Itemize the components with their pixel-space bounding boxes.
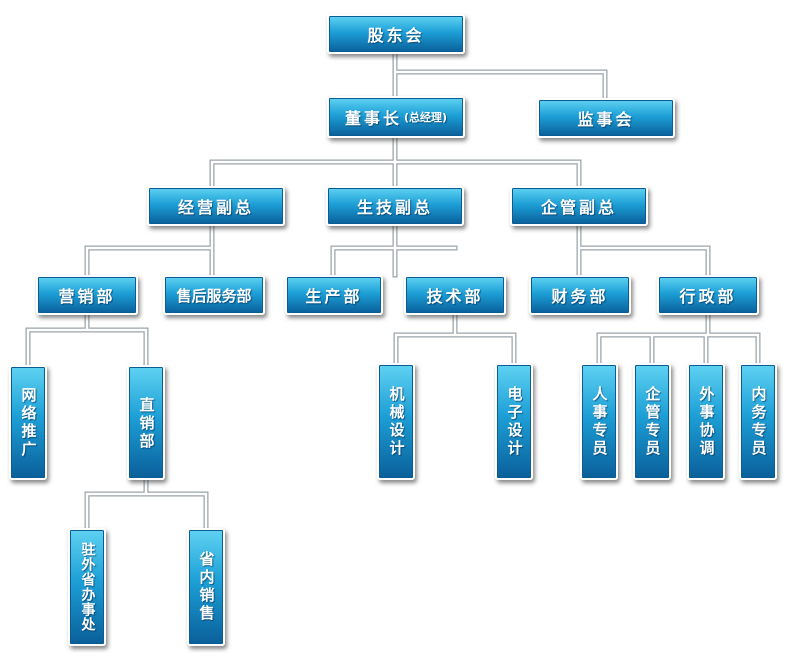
node-label: 内务专员 [749,385,768,458]
node-admin-dept: 行政部 [657,275,759,315]
node-vp-operations: 经营副总 [147,186,285,226]
node-label: 技术部 [426,287,484,306]
node-label: 财务部 [551,287,609,306]
node-after-sales-dept: 售后服务部 [163,275,265,315]
node-label: 生产部 [305,287,363,306]
node-label: 股东会 [367,26,425,45]
node-label: 机械设计 [387,385,406,458]
node-hr-specialist: 人事专员 [580,363,618,480]
node-label: 企管专员 [643,385,662,458]
node-label: 驻外省办事处 [79,542,96,632]
node-finance-dept: 财务部 [529,275,631,315]
node-label: 企管副总 [540,198,617,217]
node-direct-sales: 直销部 [127,365,165,480]
node-tech-dept: 技术部 [404,275,506,315]
node-label: 营销部 [58,287,116,306]
node-shareholders: 股东会 [327,14,465,54]
node-mgmt-specialist: 企管专员 [633,363,671,480]
node-label: 省内销售 [197,551,216,623]
node-sub-label: (总经理) [403,111,448,124]
node-label: 监事会 [577,110,635,129]
node-production-dept: 生产部 [285,275,383,315]
node-label: 外事协调 [697,385,716,458]
node-online-promotion: 网络推广 [9,365,47,480]
node-sales-dept: 营销部 [36,275,138,315]
node-label: 行政部 [679,287,737,306]
node-supervisors: 监事会 [537,98,675,138]
node-internal-affairs: 内务专员 [739,363,777,480]
node-label: 直销部 [137,397,156,451]
node-label: 生技副总 [356,198,433,217]
node-label: 网络推广 [19,386,38,459]
node-label: 售后服务部 [176,286,252,305]
node-label: 电子设计 [505,385,524,458]
node-out-province-office: 驻外省办事处 [68,528,106,646]
node-chairman: 董事长(总经理) [327,96,465,138]
node-label: 董事长 [344,109,402,128]
node-external-affairs: 外事协调 [687,363,725,480]
node-in-province-sales: 省内销售 [187,528,225,646]
node-label: 经营副总 [177,198,254,217]
node-label: 人事专员 [590,385,609,458]
node-vp-admin: 企管副总 [510,186,648,226]
node-mechanical-design: 机械设计 [377,363,415,480]
node-electronic-design: 电子设计 [495,363,533,480]
node-vp-production: 生技副总 [326,186,464,226]
